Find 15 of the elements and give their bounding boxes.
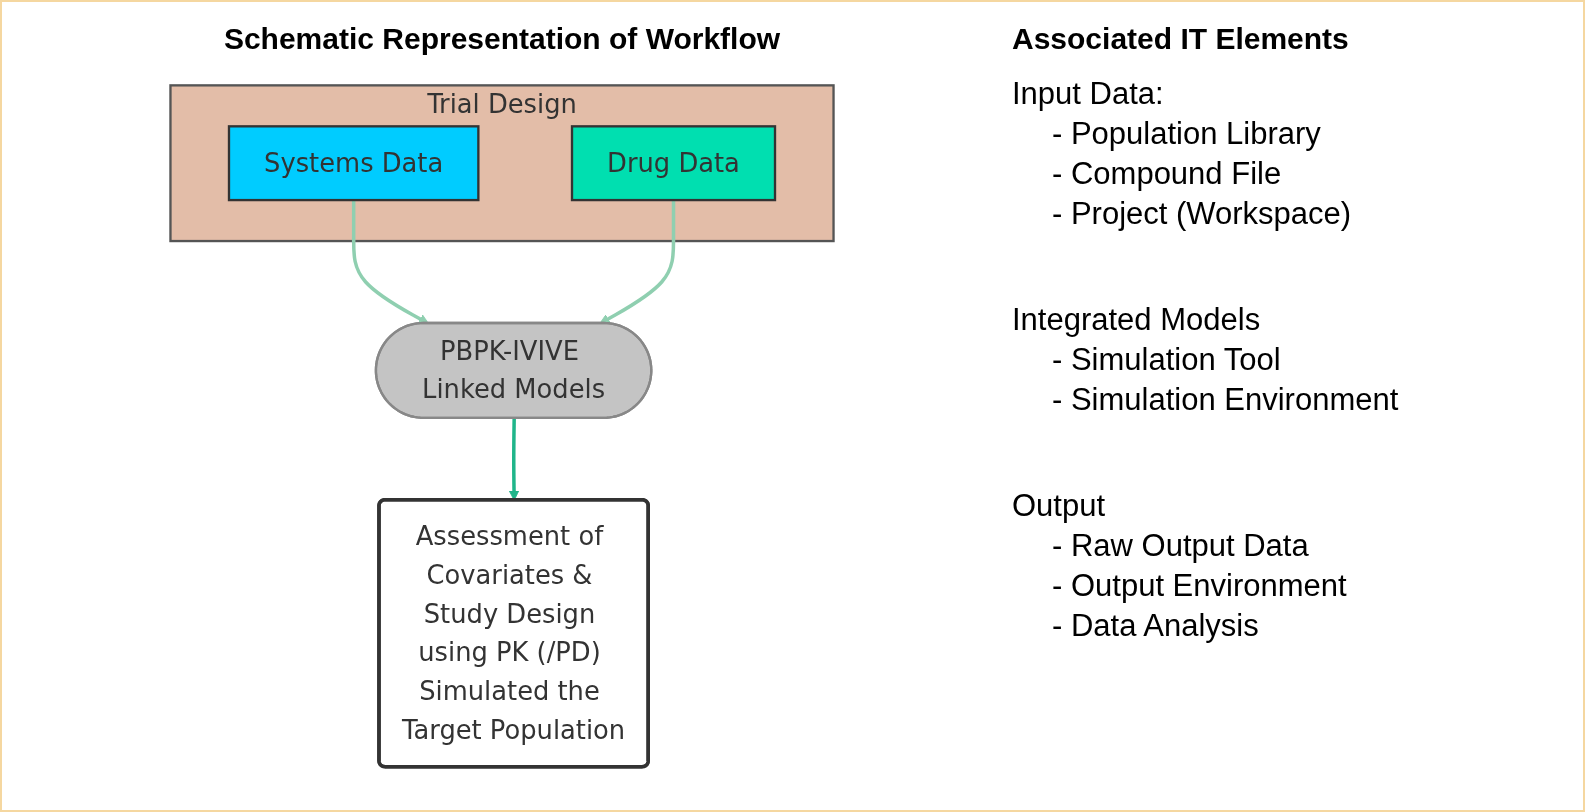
list-item: - Population Library — [1051, 116, 1322, 152]
section-heading: Input Data: — [1012, 76, 1165, 112]
list-item: - Compound File — [1051, 156, 1283, 192]
list-item: - Data Analysis — [1051, 608, 1260, 644]
list-item: - Output Environment — [1051, 568, 1348, 604]
column-heading: Associated IT Elements — [1012, 22, 1350, 56]
list-item: - Simulation Environment — [1051, 382, 1400, 418]
node-box: Systems Data — [227, 125, 480, 202]
list-item: - Project (Workspace) — [1051, 196, 1353, 232]
list-item: - Raw Output Data — [1051, 528, 1310, 564]
section-heading: Output — [1012, 488, 1107, 524]
list-item: - Simulation Tool — [1051, 342, 1282, 378]
section-heading: Integrated Models — [1012, 302, 1262, 338]
column-heading: Schematic Representation of Workflow — [223, 22, 781, 56]
node-box: Drug Data — [570, 125, 777, 202]
